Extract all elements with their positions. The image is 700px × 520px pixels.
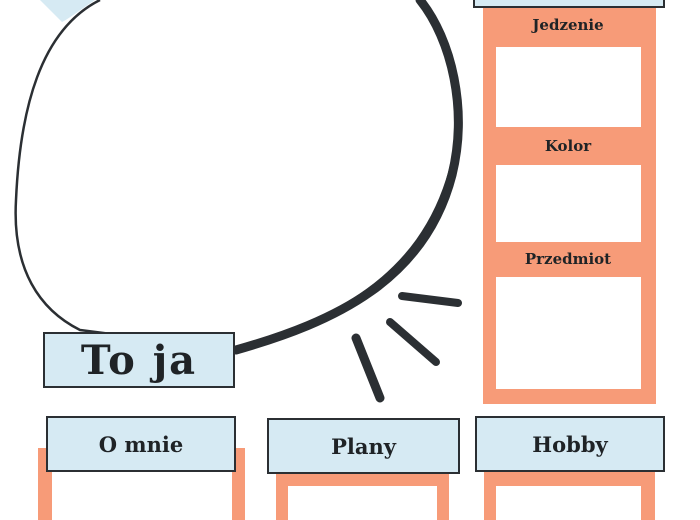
accent-stroke [386, 318, 440, 366]
section-answer-box [52, 464, 232, 520]
top-label-strip [473, 0, 665, 8]
corner-blue-shape [40, 0, 95, 22]
section-header-plans: Plany [267, 418, 460, 474]
portrait-frame-shadow [231, 0, 463, 355]
favorite-answer-box [496, 47, 641, 127]
favorite-answer-box [496, 165, 641, 242]
section-header-hobby: Hobby [475, 416, 665, 472]
section-answer-box [496, 486, 641, 520]
favorite-label-color: Kolor [544, 137, 592, 155]
accent-stroke [398, 292, 462, 307]
section-answer-box [288, 486, 437, 520]
accent-stroke [351, 333, 385, 403]
portrait-frame [14, 0, 458, 352]
favorite-label-object: Przedmiot [524, 250, 612, 268]
section-header-about-me: O mnie [46, 416, 236, 472]
favorite-label-food: Jedzenie [532, 16, 604, 34]
favorite-answer-box [496, 277, 641, 389]
page-title: To ja [43, 332, 235, 388]
